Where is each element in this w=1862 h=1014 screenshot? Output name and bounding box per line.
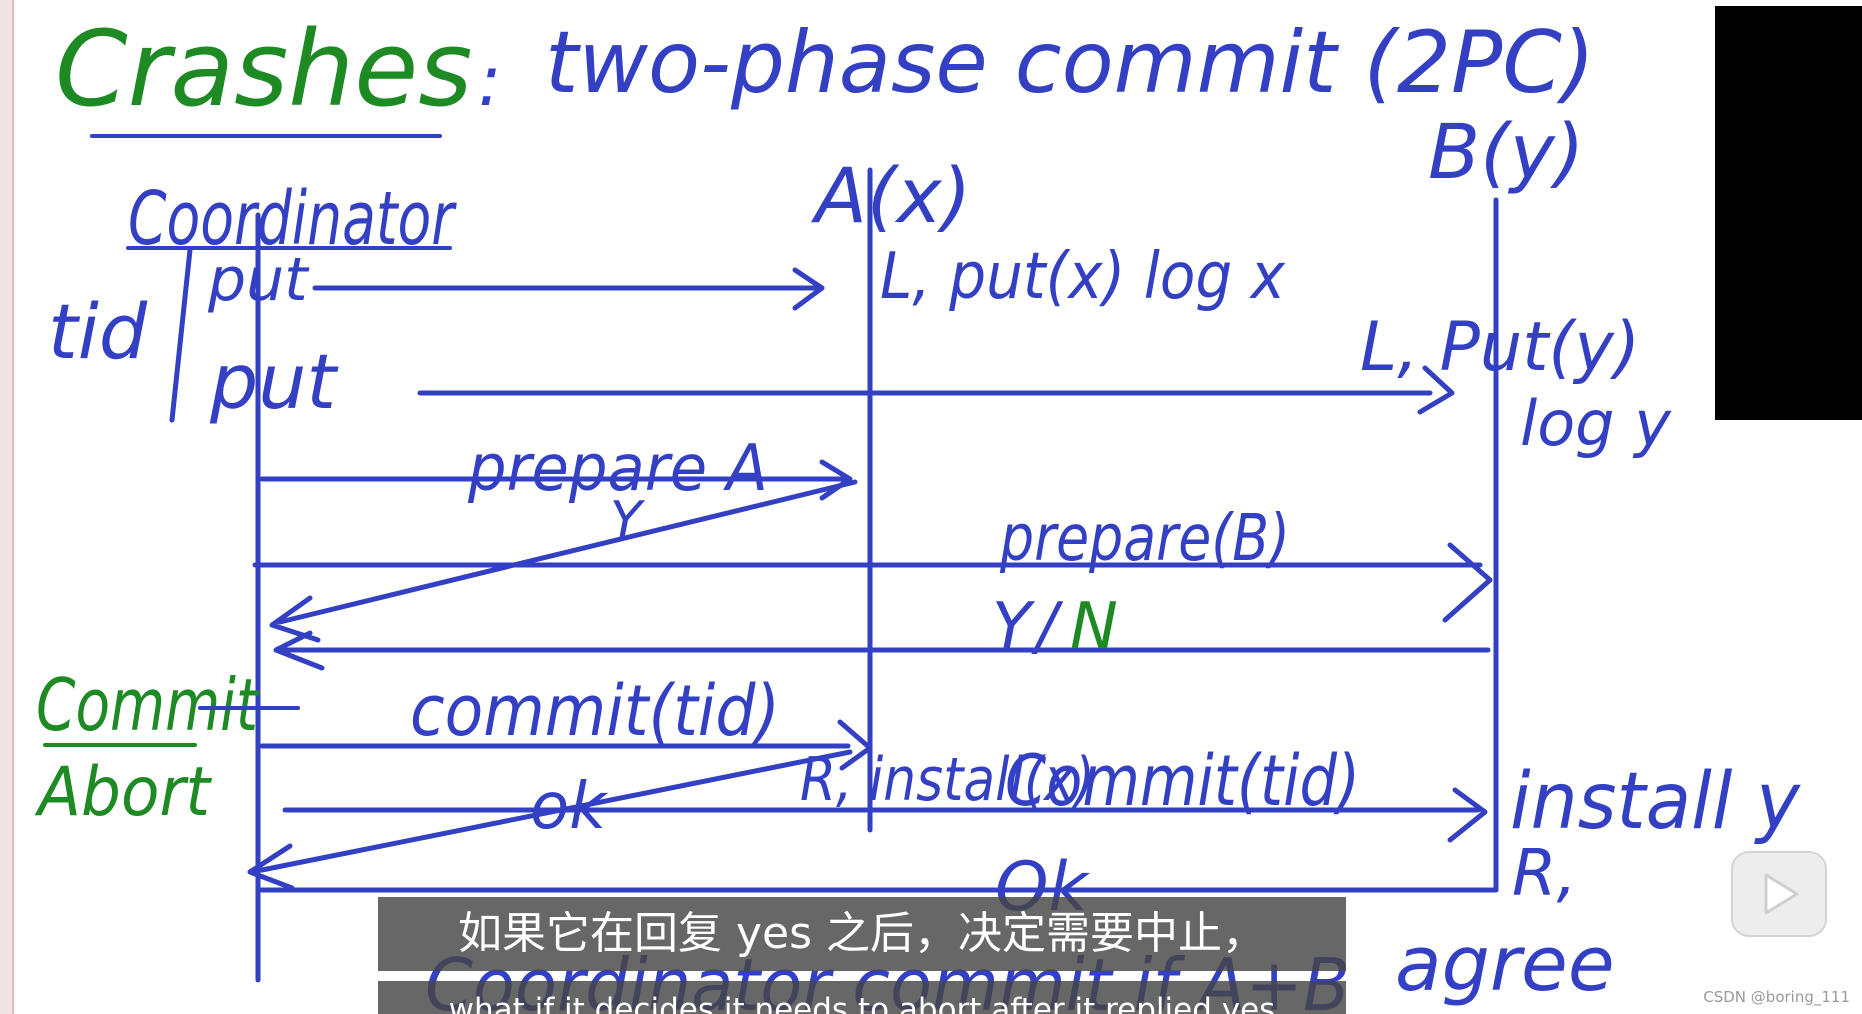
agree-note: agree — [1395, 919, 1615, 1008]
title-crashes: Crashes — [55, 8, 472, 130]
commit-tid-a-label: commit(tid) — [410, 670, 780, 752]
play-icon — [1764, 873, 1799, 915]
commit-decision: Commit — [36, 663, 260, 747]
participant-b-log-y: log y — [1520, 387, 1672, 460]
commit-b-arrowhead — [1447, 787, 1488, 843]
participant-b-log: L, Put(y) — [1360, 308, 1640, 387]
title-two-phase-commit: two-phase commit (2PC) — [545, 13, 1595, 113]
subtitle-chinese: 如果它在回复 yes 之后，决定需要中止， — [378, 897, 1346, 971]
participant-b-label: B(y) — [1428, 107, 1584, 196]
put-label-1: put — [207, 245, 310, 315]
abort-decision: Abort — [34, 753, 212, 832]
reply-b-slash: / — [1031, 590, 1064, 664]
ok-a-label: ok — [530, 770, 609, 844]
reply-b-arrowhead — [273, 630, 325, 671]
reply-a-arrow — [277, 479, 858, 625]
put-label-2: put — [209, 337, 339, 426]
tid-label: tid — [48, 287, 148, 376]
reply-b-no: N — [1070, 590, 1118, 664]
slide-left-edge — [0, 0, 14, 1014]
ok-a-arrowhead — [247, 843, 295, 891]
put-arrowhead-b — [1417, 365, 1455, 415]
participant-b-install: install y — [1510, 757, 1802, 847]
participant-a-install: R, install(x) — [800, 745, 1095, 815]
tid-slash — [169, 247, 193, 423]
participant-a-log: L, put(x) log x — [880, 240, 1286, 314]
watermark: CSDN @boring_111 — [1703, 988, 1850, 1006]
prepare-b-arrowhead — [1442, 542, 1493, 623]
webcam-panel — [1715, 6, 1862, 420]
prepare-a-label: prepare A — [467, 432, 768, 506]
participant-a-label: A(x) — [810, 151, 971, 240]
subtitle-english: what if it decides it needs to abort aft… — [378, 981, 1346, 1014]
reply-a-label: Y — [610, 491, 646, 551]
prepare-a-arrowhead — [819, 459, 853, 501]
put-arrowhead-a — [792, 267, 825, 311]
participant-b-release: R, — [1512, 837, 1577, 911]
commit-a-arrowhead — [837, 719, 873, 771]
play-button[interactable] — [1731, 851, 1827, 937]
title-separator: : — [478, 40, 502, 122]
reply-b-yes: Y — [992, 590, 1036, 664]
